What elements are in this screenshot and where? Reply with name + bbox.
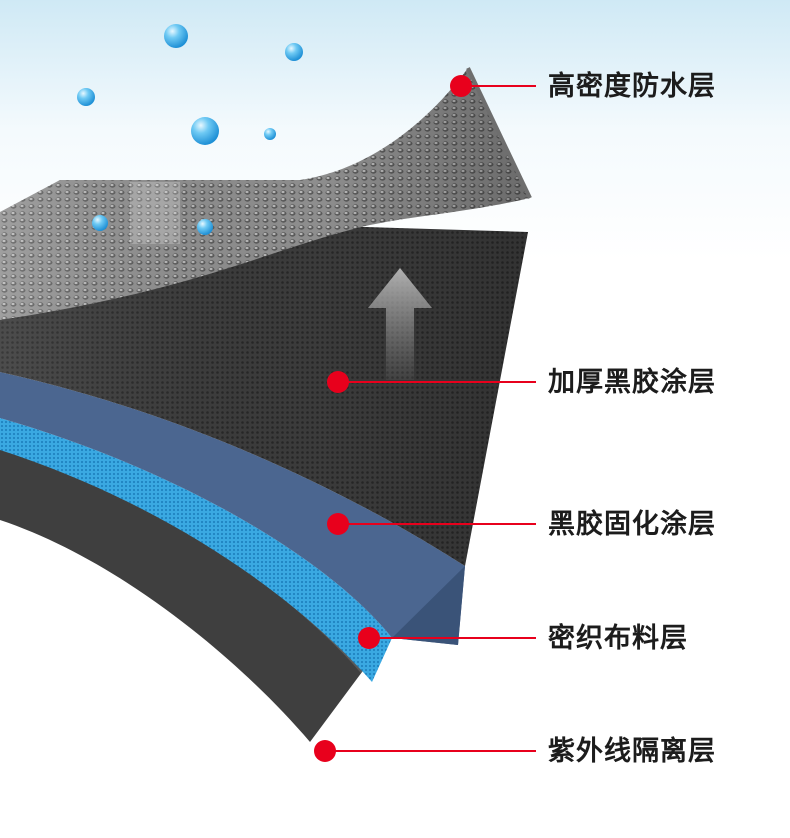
waterproof-mesh-edge (466, 67, 532, 199)
water-drop-icon (264, 128, 276, 140)
water-drop-icon (285, 43, 303, 61)
water-drop-icon (92, 215, 108, 231)
arrow-up-icon (368, 268, 432, 380)
uv-isolation-layer (0, 440, 362, 742)
label-waterproof: 高密度防水层 (548, 71, 716, 102)
marker-cured-black (327, 513, 349, 535)
water-drop-icon (164, 24, 188, 48)
fabric-layer (0, 418, 392, 682)
mesh-highlight (130, 182, 180, 244)
marker-uv (314, 740, 336, 762)
waterproof-mesh-shade (0, 68, 530, 320)
callouts (314, 75, 536, 762)
cured-black-edge (392, 566, 465, 645)
label-uv: 紫外线隔离层 (548, 736, 716, 767)
water-drop-icon (191, 117, 219, 145)
water-drop-icon (77, 88, 95, 106)
label-thick-black: 加厚黑胶涂层 (548, 367, 716, 398)
water-drop-icon (197, 219, 213, 235)
marker-waterproof (450, 75, 472, 97)
water-drops (77, 24, 303, 235)
label-cured-black: 黑胶固化涂层 (548, 509, 716, 540)
cured-black-layer (0, 372, 465, 645)
label-fabric: 密织布料层 (548, 623, 688, 654)
marker-fabric (358, 627, 380, 649)
marker-thick-black (327, 371, 349, 393)
